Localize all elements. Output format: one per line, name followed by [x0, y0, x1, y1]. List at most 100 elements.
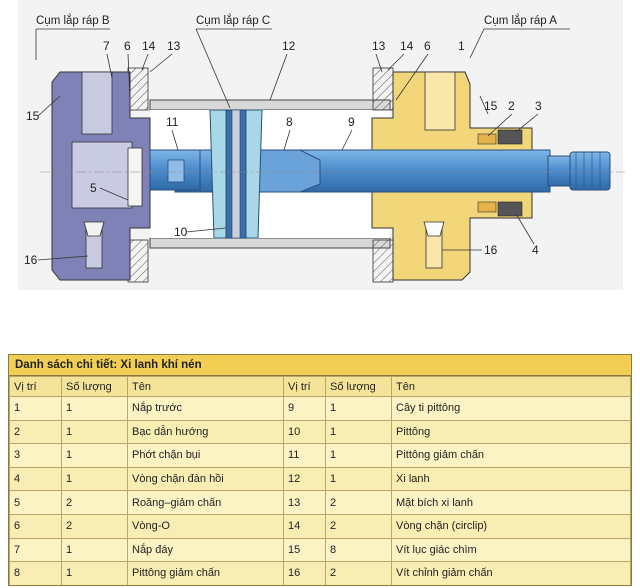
callout-5: 5	[90, 181, 97, 195]
table-row: 6 2 Vòng-O 14 2 Vòng chặn (circlip)	[9, 513, 631, 539]
cell: Pittông	[391, 419, 631, 445]
assembly-a-label: Cụm lắp ráp A	[484, 14, 557, 27]
cell: 1	[61, 561, 128, 585]
cell: 1	[61, 396, 128, 421]
cell: 15	[283, 537, 326, 563]
cell: 1	[61, 419, 128, 445]
callout-16: 16	[24, 253, 38, 267]
cell: 2	[325, 561, 392, 585]
callout-8: 8	[286, 115, 293, 129]
cell: 4	[9, 466, 62, 492]
cell: Pittông giảm chấn	[391, 443, 631, 468]
callout-4: 4	[532, 243, 539, 257]
callout-11: 11	[166, 115, 179, 129]
cell: Cây ti pittông	[391, 396, 631, 421]
header-position-2: Vị trí	[283, 376, 326, 397]
rod-neck	[547, 155, 571, 187]
cell: 2	[61, 490, 128, 515]
cell: 1	[61, 466, 128, 492]
cell: 16	[283, 561, 326, 585]
callout-12: 12	[282, 39, 296, 53]
header-name-2: Tên	[391, 376, 631, 397]
cell: Xi lanh	[391, 466, 631, 492]
table-row: 3 1 Phớt chặn bụi 11 1 Pittông giảm chấn	[9, 443, 631, 468]
cell: 2	[325, 490, 392, 515]
assembly-b-label: Cụm lắp ráp B	[36, 14, 110, 27]
callout-3: 3	[535, 99, 542, 113]
flange-a-top	[372, 67, 394, 111]
cell: 1	[325, 443, 392, 468]
cell: Nắp trước	[127, 396, 284, 421]
parts-list-table: Danh sách chi tiết: Xi lanh khí nén Vị t…	[8, 354, 632, 586]
parts-list-title: Danh sách chi tiết: Xi lanh khí nén	[9, 355, 631, 376]
header-quantity-2: Số lượng	[325, 376, 392, 397]
callout-6: 6	[124, 39, 131, 53]
flange-b-top	[127, 67, 149, 111]
callout-7: 7	[103, 39, 110, 53]
flange-b-bottom	[127, 239, 149, 283]
cushion-seal-b	[127, 147, 143, 207]
cell: 1	[325, 396, 392, 421]
callout-14: 14	[142, 39, 156, 53]
table-row: 7 1 Nắp đáy 15 8 Vít lục giác chìm	[9, 537, 631, 563]
cell: Phớt chặn bụi	[127, 443, 284, 468]
wiper-seal-top	[497, 129, 523, 145]
cell: Vít chỉnh giảm chấn	[391, 561, 631, 585]
cell: 10	[283, 419, 326, 445]
callout-13: 13	[167, 39, 181, 53]
table-row: 4 1 Vòng chặn đàn hồi 12 1 Xi lanh	[9, 466, 631, 492]
cell: 1	[61, 537, 128, 563]
cell: 2	[61, 513, 128, 539]
cell: 1	[61, 443, 128, 468]
cell: 12	[283, 466, 326, 492]
callout-6b: 6	[424, 39, 431, 53]
cell: 7	[9, 537, 62, 563]
table-row: 2 1 Bạc dẫn hướng 10 1 Pittông	[9, 419, 631, 445]
cell: 1	[325, 466, 392, 492]
cell: 2	[9, 419, 62, 445]
port-a	[424, 71, 456, 131]
assembly-c-label: Cụm lắp ráp C	[196, 14, 270, 27]
table-row: 1 1 Nắp trước 9 1 Cây ti pittông	[9, 396, 631, 421]
cell: 1	[9, 396, 62, 421]
cell: 8	[9, 561, 62, 585]
wiper-seal-bottom	[497, 201, 523, 217]
callout-1: 1	[458, 39, 465, 53]
table-row: 8 1 Pittông giảm chấn 16 2 Vít chỉnh giả…	[9, 561, 631, 585]
cell: 9	[283, 396, 326, 421]
cell: Bạc dẫn hướng	[127, 419, 284, 445]
callout-9: 9	[348, 115, 355, 129]
cell: Nắp đáy	[127, 537, 284, 563]
table-row: 5 2 Roăng–giảm chấn 13 2 Mặt bích xi lan…	[9, 490, 631, 515]
parts-table: Vị trí Số lượng Tên Vị trí Số lượng Tên …	[9, 376, 631, 585]
cell: 3	[9, 443, 62, 468]
cell: Pittông giảm chấn	[127, 561, 284, 585]
cell: Mặt bích xi lanh	[391, 490, 631, 515]
cell: Vòng chặn (circlip)	[391, 513, 631, 539]
cell: 11	[283, 443, 326, 468]
cell: 5	[9, 490, 62, 515]
callout-16b: 16	[484, 243, 498, 257]
cell: 14	[283, 513, 326, 539]
cell: Roăng–giảm chấn	[127, 490, 284, 515]
cell: Vít lục giác chìm	[391, 537, 631, 563]
guide-bush-top	[477, 133, 497, 145]
callout-2: 2	[508, 99, 515, 113]
cylinder-section-svg: Cụm lắp ráp B Cụm lắp ráp C Cụm lắp ráp …	[18, 0, 625, 290]
guide-bush-bottom	[477, 201, 497, 213]
header-position: Vị trí	[9, 376, 62, 397]
cylinder-diagram: Cụm lắp ráp B Cụm lắp ráp C Cụm lắp ráp …	[18, 0, 625, 290]
cell: 8	[325, 537, 392, 563]
cell: Vòng chặn đàn hồi	[127, 466, 284, 492]
callout-14b: 14	[400, 39, 414, 53]
cell: 13	[283, 490, 326, 515]
cylinder-tube-bottom	[149, 237, 391, 249]
table-header-row: Vị trí Số lượng Tên Vị trí Số lượng Tên	[9, 376, 631, 397]
flange-a-bottom	[372, 239, 394, 283]
callout-13b: 13	[372, 39, 386, 53]
header-quantity: Số lượng	[61, 376, 128, 397]
cell: Vòng-O	[127, 513, 284, 539]
port-b	[81, 71, 113, 135]
callout-15b: 15	[484, 99, 498, 113]
cell: 2	[325, 513, 392, 539]
